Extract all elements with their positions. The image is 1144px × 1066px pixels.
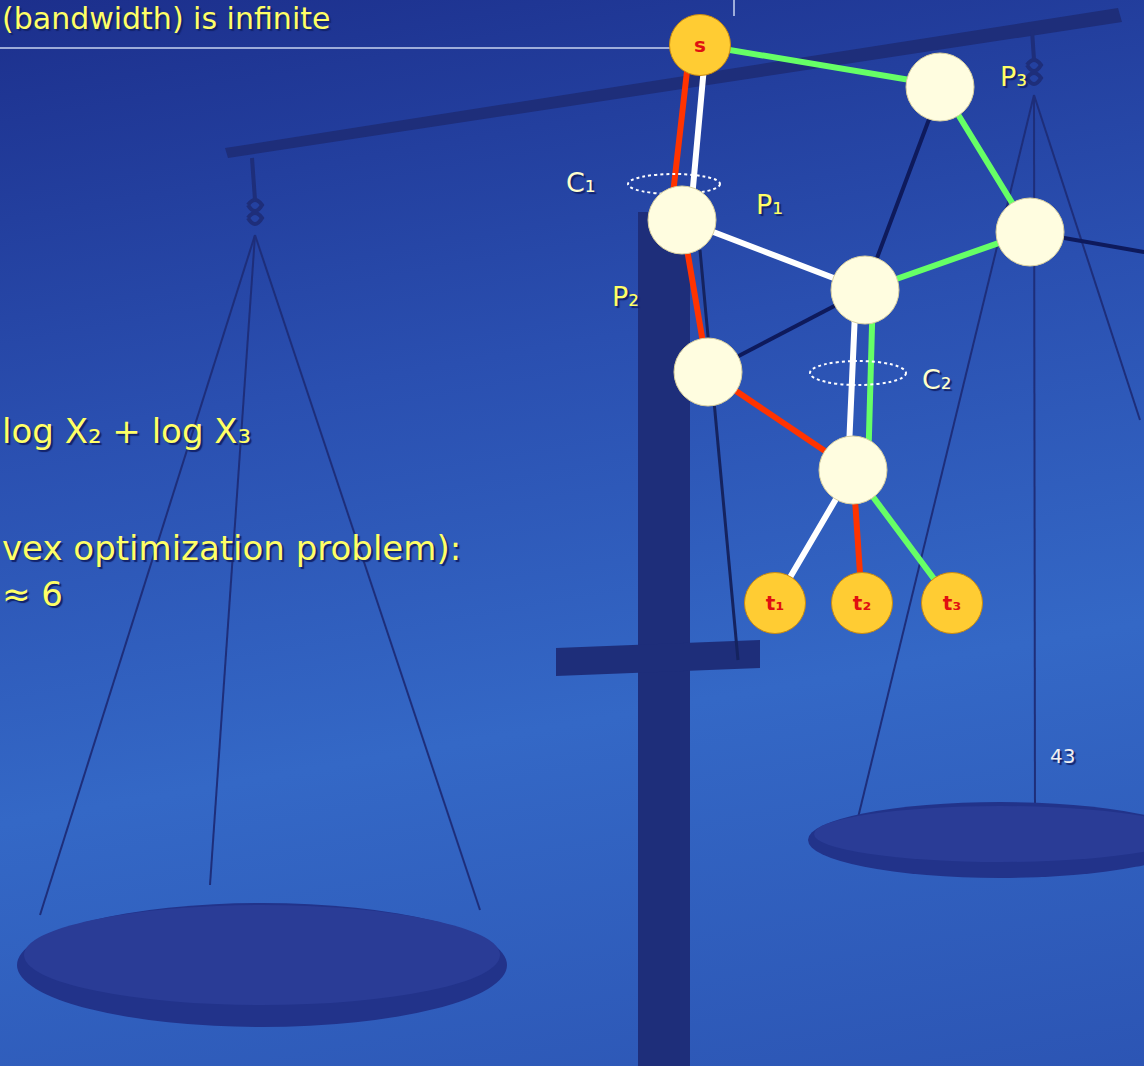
scale-base <box>556 640 760 676</box>
scale-hook <box>248 158 262 224</box>
header-rule <box>733 0 735 16</box>
network-edges <box>670 45 1144 603</box>
right-pan <box>808 802 1144 878</box>
objective-fragment: log X₂ + log X₃ <box>2 413 251 450</box>
scale-post <box>638 212 690 1066</box>
path-label: P₃ <box>1000 62 1027 92</box>
sink-node: t₁ <box>744 572 806 634</box>
source-node: s <box>669 14 731 76</box>
sink-node: t₂ <box>831 572 893 634</box>
left-pan <box>17 903 507 1027</box>
node-label: s <box>694 33 706 57</box>
path-label: P₂ <box>612 282 639 312</box>
slide-heading-fragment: (bandwidth) is infinite <box>2 2 330 35</box>
scale-hook <box>1027 30 1041 84</box>
node-label: t₂ <box>853 591 871 615</box>
node-label: t₁ <box>766 591 784 615</box>
sink-node: t₃ <box>921 572 983 634</box>
router-circles <box>648 53 1064 504</box>
text-fragment: vex optimization problem): <box>2 530 461 567</box>
cut-label: C₁ <box>566 168 596 198</box>
cut-marker <box>810 361 906 385</box>
result-fragment: ≈ 6 <box>2 576 63 613</box>
scale-beam <box>225 8 1122 158</box>
header-rule <box>0 47 672 49</box>
scale-pointer <box>700 250 738 660</box>
path-label: P₁ <box>756 190 783 220</box>
cut-label: C₂ <box>922 365 952 395</box>
page-number: 43 <box>1050 745 1075 767</box>
node-label: t₃ <box>943 591 961 615</box>
